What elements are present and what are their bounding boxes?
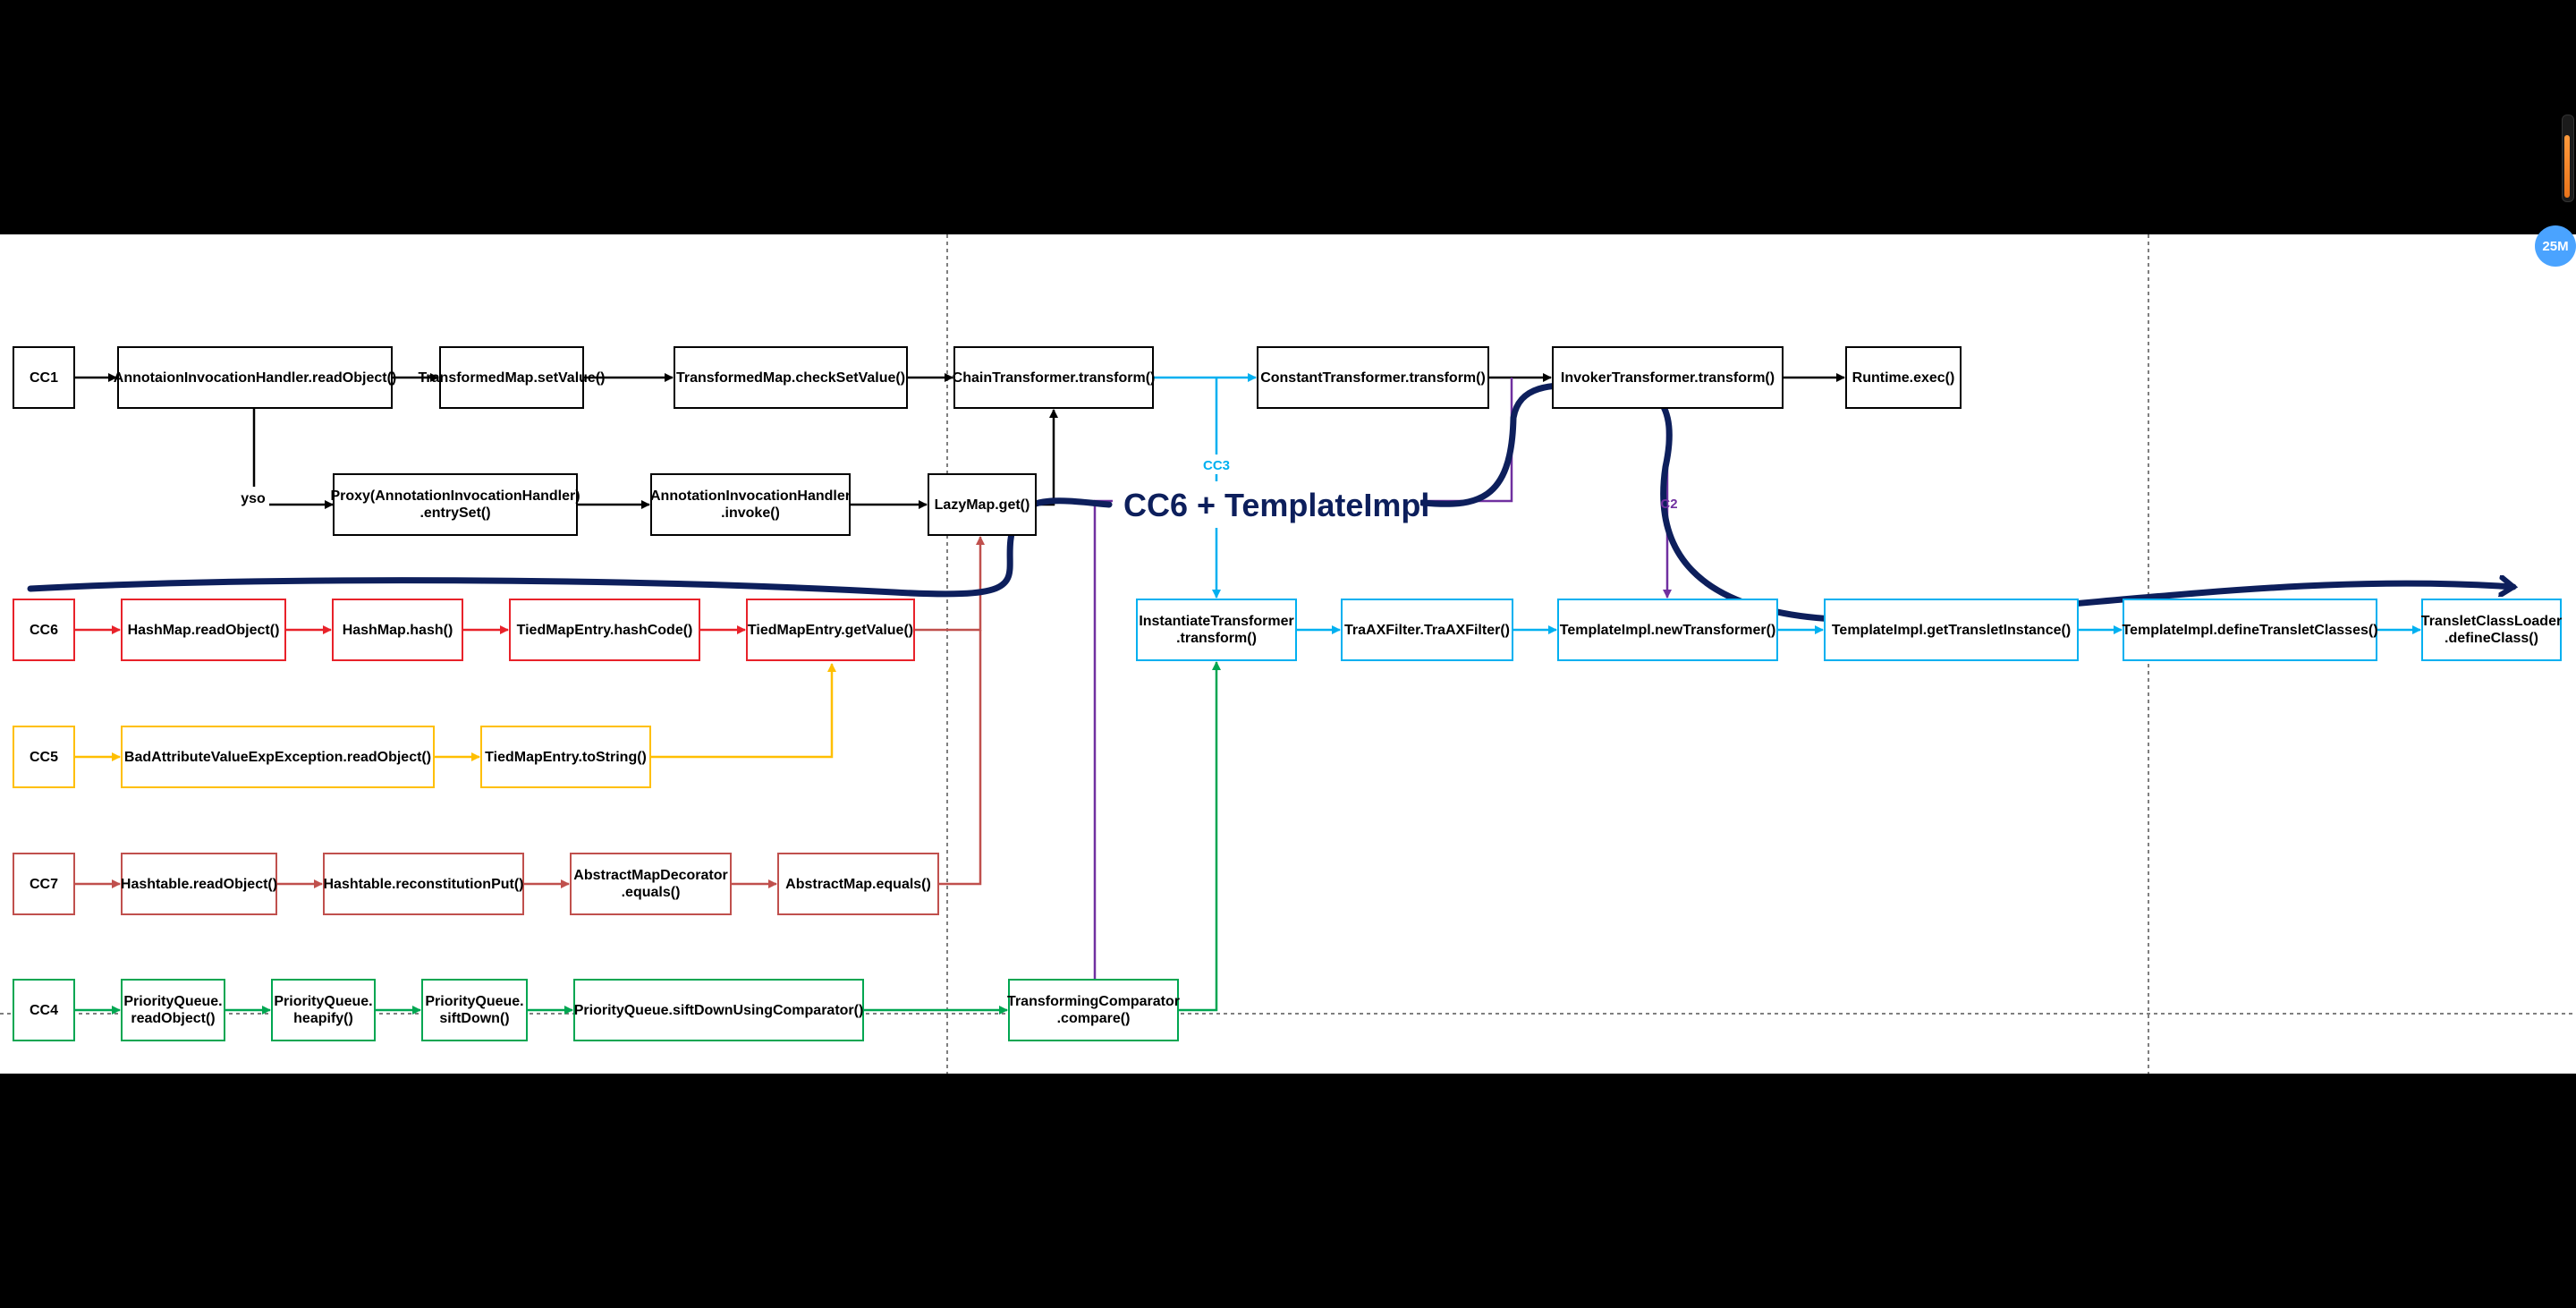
node-templateimpl-newtransformer[interactable]: TemplateImpl.newTransformer(): [1557, 599, 1778, 661]
annotation-label: CC6 + TemplateImpl: [1123, 487, 1429, 523]
node-traxfilter[interactable]: TraAXFilter.TraAXFilter(): [1341, 599, 1513, 661]
node-priorityqueue-readobject[interactable]: PriorityQueue. readObject(): [121, 979, 225, 1041]
node-cc7[interactable]: CC7: [13, 853, 75, 915]
node-priorityqueue-heapify[interactable]: PriorityQueue. heapify(): [271, 979, 376, 1041]
edges-cc5: [75, 663, 836, 761]
node-hashmap-hash[interactable]: HashMap.hash(): [332, 599, 463, 661]
diagram-canvas: yso CC3 C2 CC6 + TemplateImpl CC1 Annota…: [0, 234, 2576, 1074]
node-tiedmapentry-hashcode[interactable]: TiedMapEntry.hashCode(): [509, 599, 700, 661]
node-templateimpl-definetransletclasses[interactable]: TemplateImpl.defineTransletClasses(): [2123, 599, 2378, 661]
node-chaintransformer-transform[interactable]: ChainTransformer.transform(): [953, 346, 1155, 409]
node-badattribute-readobject[interactable]: BadAttributeValueExpException.readObject…: [121, 726, 435, 788]
node-runtime-exec[interactable]: Runtime.exec(): [1845, 346, 1962, 409]
node-transletclassloader-defineclass[interactable]: TransletClassLoader .defineClass(): [2421, 599, 2562, 661]
edges-cc4: [75, 661, 1221, 1015]
node-constanttransformer-transform[interactable]: ConstantTransformer.transform(): [1257, 346, 1489, 409]
node-instantiatetransformer-transform[interactable]: InstantiateTransformer .transform(): [1136, 599, 1297, 661]
node-invokertransformer-transform[interactable]: InvokerTransformer.transform(): [1552, 346, 1784, 409]
node-cc5[interactable]: CC5: [13, 726, 75, 788]
node-hashtable-reconstitutionput[interactable]: Hashtable.reconstitutionPut(): [323, 853, 524, 915]
node-transformedmap-setvalue[interactable]: TransformedMap.setValue(): [419, 346, 605, 409]
node-abstractmap-equals[interactable]: AbstractMap.equals(): [777, 853, 939, 915]
node-lazymap-get[interactable]: LazyMap.get(): [928, 473, 1037, 536]
node-abstractmapdecorator-equals[interactable]: AbstractMapDecorator .equals(): [570, 853, 732, 915]
node-cc6[interactable]: CC6: [13, 599, 75, 661]
node-templateimpl-gettransletinstance[interactable]: TemplateImpl.getTransletInstance(): [1824, 599, 2079, 661]
node-hashmap-readobject[interactable]: HashMap.readObject(): [121, 599, 286, 661]
edges-cc7: [75, 630, 982, 888]
node-priorityqueue-siftdown[interactable]: PriorityQueue. siftDown(): [421, 979, 528, 1041]
node-cc4[interactable]: CC4: [13, 979, 75, 1041]
node-tiedmapentry-tostring[interactable]: TiedMapEntry.toString(): [480, 726, 651, 788]
edge-label-yso: yso: [241, 491, 266, 506]
edge-label-cc2: C2: [1660, 497, 1677, 512]
node-annotationhandler-readobject[interactable]: AnnotaionInvocationHandler.readObject(): [114, 346, 396, 409]
node-transformingcomparator-compare[interactable]: TransformingComparator .compare(): [1007, 979, 1180, 1041]
edges-cc2: [1093, 378, 1672, 979]
node-proxy-entryset[interactable]: Proxy(AnnotationInvocationHandler) .entr…: [330, 473, 580, 536]
node-transformedmap-checksetvalue[interactable]: TransformedMap.checkSetValue(): [674, 346, 908, 409]
vertical-scrollbar[interactable]: [2562, 115, 2574, 202]
node-tiedmapentry-getvalue[interactable]: TiedMapEntry.getValue(): [746, 599, 915, 661]
node-hashtable-readobject[interactable]: Hashtable.readObject(): [121, 853, 277, 915]
edge-label-cc3: CC3: [1203, 458, 1230, 473]
node-annotationhandler-invoke[interactable]: AnnotationInvocationHandler .invoke(): [650, 473, 851, 536]
node-cc1[interactable]: CC1: [13, 346, 75, 409]
scrollbar-thumb[interactable]: [2564, 135, 2570, 198]
node-priorityqueue-siftdownusingcomparator[interactable]: PriorityQueue.siftDownUsingComparator(): [573, 979, 864, 1041]
zoom-badge[interactable]: 25M: [2535, 225, 2576, 267]
